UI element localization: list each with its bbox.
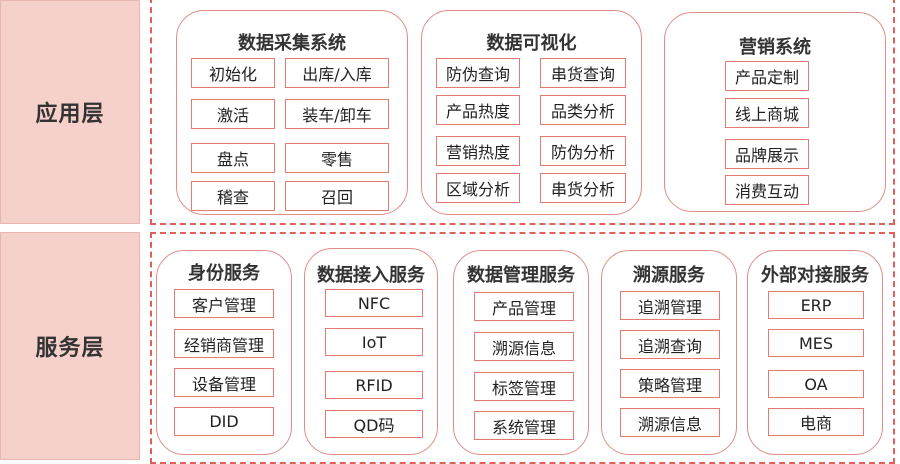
item-cross-sale-analysis: 串货分析 — [540, 173, 626, 203]
item-strategy-mgmt: 策略管理 — [620, 369, 720, 398]
item-recall: 召回 — [285, 181, 389, 211]
group-title: 数据管理服务 — [467, 265, 575, 286]
group-title: 数据采集系统 — [238, 33, 346, 54]
item-oa: OA — [768, 370, 864, 398]
item-online-mall: 线上商城 — [725, 98, 809, 128]
item-inspection: 稽查 — [191, 181, 275, 211]
item-ecommerce: 电商 — [768, 408, 864, 436]
group-identity-service: 身份服务 客户管理 经销商管理 设备管理 DID — [156, 250, 292, 455]
group-title: 外部对接服务 — [761, 265, 869, 286]
item-product-heat: 产品热度 — [436, 95, 520, 125]
item-device-mgmt: 设备管理 — [174, 368, 274, 397]
group-title: 数据可视化 — [486, 33, 577, 54]
item-brand-display: 品牌展示 — [725, 139, 809, 169]
item-product-mgmt: 产品管理 — [474, 292, 574, 321]
item-retail: 零售 — [285, 143, 389, 173]
item-anti-counterfeit-query: 防伪查询 — [436, 58, 520, 88]
item-qd-code: QD码 — [325, 410, 423, 438]
group-external-service: 外部对接服务 ERP MES OA 电商 — [747, 250, 883, 455]
item-category-analysis: 品类分析 — [540, 95, 626, 125]
item-erp: ERP — [768, 291, 864, 319]
item-init: 初始化 — [191, 58, 275, 88]
item-mes: MES — [768, 329, 864, 357]
item-load-unload: 装车/卸车 — [285, 99, 389, 129]
item-label-mgmt: 标签管理 — [474, 372, 574, 401]
item-source-info: 溯源信息 — [620, 408, 720, 437]
group-data-access-service: 数据接入服务 NFC IoT RFID QD码 — [304, 248, 438, 455]
item-inventory: 盘点 — [191, 143, 275, 173]
item-system-mgmt: 系统管理 — [474, 411, 574, 440]
layer-label-app: 应用层 — [0, 0, 140, 224]
item-trace-mgmt: 追溯管理 — [620, 291, 720, 320]
group-title: 溯源服务 — [633, 265, 705, 286]
group-title: 身份服务 — [188, 263, 260, 284]
app-layer-frame — [150, 0, 895, 225]
layer-label-service: 服务层 — [0, 232, 140, 460]
group-data-visualization: 数据可视化 防伪查询 串货查询 产品热度 品类分析 营销热度 防伪分析 区域分析… — [421, 10, 642, 215]
item-dealer-mgmt: 经销商管理 — [174, 329, 274, 358]
item-iot: IoT — [325, 328, 423, 356]
item-trace-query: 追溯查询 — [620, 330, 720, 359]
item-trace-info: 溯源信息 — [474, 332, 574, 361]
item-region-analysis: 区域分析 — [436, 173, 520, 203]
item-marketing-heat: 营销热度 — [436, 136, 520, 166]
group-title: 营销系统 — [739, 37, 811, 58]
item-activate: 激活 — [191, 99, 275, 129]
item-in-out-stock: 出库/入库 — [285, 58, 389, 88]
item-customer-mgmt: 客户管理 — [174, 289, 274, 318]
item-cross-sale-query: 串货查询 — [540, 58, 626, 88]
group-traceability-service: 溯源服务 追溯管理 追溯查询 策略管理 溯源信息 — [601, 250, 737, 455]
group-title: 数据接入服务 — [317, 265, 425, 286]
item-anti-counterfeit-analysis: 防伪分析 — [540, 136, 626, 166]
item-product-custom: 产品定制 — [725, 61, 809, 91]
item-nfc: NFC — [325, 289, 423, 317]
group-data-collection: 数据采集系统 初始化 出库/入库 激活 装车/卸车 盘点 零售 稽查 召回 — [176, 10, 408, 215]
item-did: DID — [174, 407, 274, 436]
group-data-mgmt-service: 数据管理服务 产品管理 溯源信息 标签管理 系统管理 — [453, 250, 589, 455]
group-marketing-system: 营销系统 产品定制 线上商城 品牌展示 消费互动 — [664, 12, 886, 212]
item-rfid: RFID — [325, 371, 423, 399]
item-consumer-interaction: 消费互动 — [725, 175, 809, 205]
